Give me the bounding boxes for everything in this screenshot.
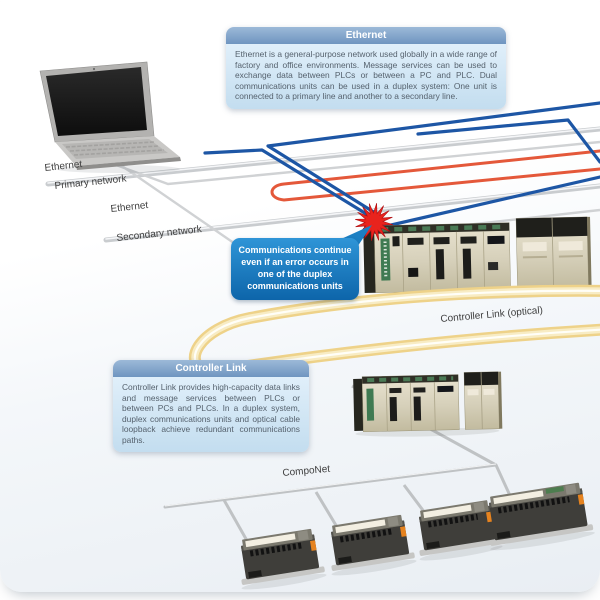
controller-link-infobox: Controller Link Controller Link provides… [113,360,309,453]
laptop [39,61,181,173]
webcam-icon [92,67,96,71]
componet-trunk-line [163,463,498,509]
ethernet-infobox-body: Ethernet is a general-purpose network us… [226,44,506,109]
ethernet-blue-line-left [203,148,375,220]
io-terminal-2 [330,514,417,576]
io-terminal-3 [418,500,503,561]
controller-link-infobox-body: Controller Link provides high-capacity d… [113,377,309,453]
ethernet-infobox: Ethernet Ethernet is a general-purpose n… [226,27,506,109]
optical-cable [188,284,600,379]
callout-bubble: Communications continue even if an error… [231,238,359,300]
ethernet-blue-line-top [266,101,600,218]
ethernet-blue-line-upper-right [416,118,600,164]
componet-drop-line-1 [222,499,252,547]
io-terminal-4 [488,482,595,551]
io-terminal-1 [240,528,327,590]
laptop-cable-primary [96,140,600,186]
controller-link-infobox-title: Controller Link [113,360,309,377]
error-burst-icon [355,203,393,241]
redundant-loopback-line [270,149,600,202]
ethernet-infobox-title: Ethernet [226,27,506,44]
ethernet-blue-line-right [376,175,600,230]
plc-rack-secondary [353,371,503,437]
